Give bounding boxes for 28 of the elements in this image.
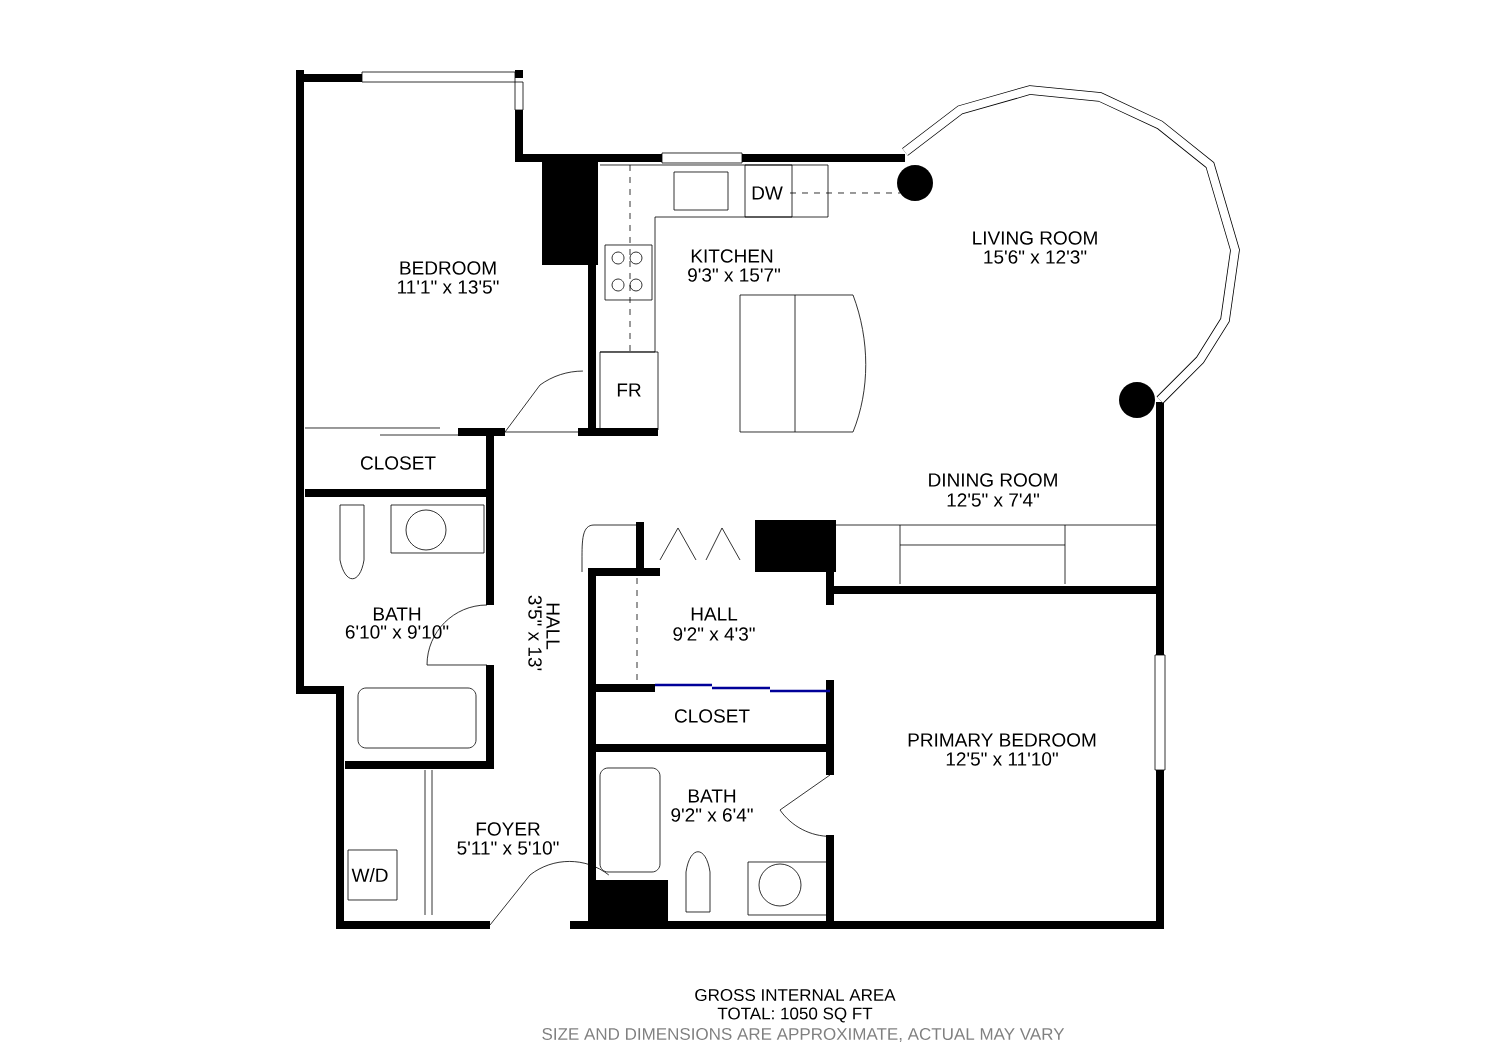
room-dimensions: 6'10" x 9'10" (345, 625, 449, 639)
room-dimensions: 12'5" x 7'4" (947, 493, 1039, 507)
appliance-label: W/D (351, 868, 388, 882)
room-dimensions: 11'1" x 13'5" (398, 280, 499, 294)
room-dimensions: 15'6" x 12'3" (984, 250, 1087, 264)
room-dimensions: 3'5" x 13' (528, 595, 542, 671)
room-name: BATH (688, 789, 736, 803)
room-dimensions: 9'2" x 6'4" (671, 808, 753, 822)
room-name: BEDROOM (400, 261, 496, 275)
room-dimensions: 5'11" x 5'10" (457, 841, 559, 855)
appliance-label: DW (752, 186, 783, 200)
room-name: KITCHEN (691, 249, 773, 263)
footer-note: GROSS INTERNAL AREA (695, 989, 896, 1001)
room-dimensions: 9'2" x 4'3" (673, 627, 755, 641)
room-name: FOYER (476, 822, 540, 836)
room-name: HALL (546, 603, 560, 650)
room-name: CLOSET (674, 709, 750, 723)
room-dimensions: 9'3" x 15'7" (688, 268, 780, 282)
room-name: PRIMARY BEDROOM (908, 733, 1096, 747)
room-name: LIVING ROOM (973, 231, 1097, 245)
room-name: DINING ROOM (929, 473, 1057, 487)
footer-note: SIZE AND DIMENSIONS ARE APPROXIMATE, ACTUAL MAY VARY (542, 1028, 1065, 1042)
room-dimensions: 12'5" x 11'10" (946, 752, 1058, 766)
appliance-label: FR (617, 383, 641, 397)
footer-note: TOTAL: 1050 SQ FT (717, 1007, 873, 1023)
room-name: HALL (691, 607, 738, 621)
room-name: BATH (373, 607, 421, 621)
room-name: CLOSET (360, 456, 436, 470)
